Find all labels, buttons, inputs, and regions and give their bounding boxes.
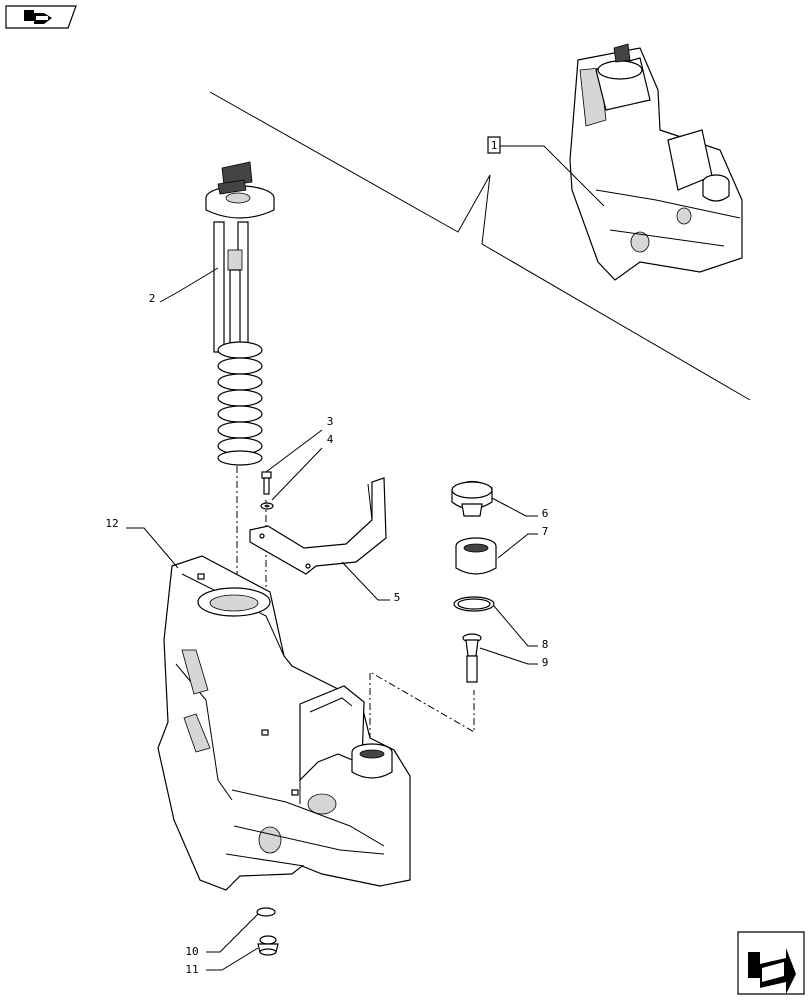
callout-1-label: 1	[491, 139, 498, 152]
inset-tank-assembly	[569, 43, 743, 281]
callout-10-label: 10	[185, 945, 198, 958]
callout-5-label: 5	[394, 591, 401, 604]
section-divider-line	[209, 91, 751, 401]
book-pointer-icon[interactable]	[5, 5, 77, 29]
callout-8[interactable]: 8	[493, 605, 549, 651]
callout-5[interactable]: 5	[341, 561, 401, 604]
callout-11-label: 11	[185, 963, 198, 976]
callout-9-label: 9	[542, 656, 549, 669]
callout-10[interactable]: 10	[185, 913, 259, 958]
callout-6-label: 6	[542, 507, 549, 520]
callout-6[interactable]: 6	[491, 497, 549, 520]
washer	[260, 502, 274, 510]
drain-o-ring	[256, 907, 276, 917]
callout-11[interactable]: 11	[185, 947, 259, 976]
fuel-level-sender	[205, 161, 275, 466]
callout-2-label: 2	[149, 292, 156, 305]
o-ring	[453, 596, 495, 612]
callout-4-label: 4	[327, 433, 334, 446]
next-page-arrow-icon[interactable]	[737, 931, 805, 995]
bracket	[249, 477, 387, 575]
callout-9[interactable]: 9	[479, 647, 549, 669]
callout-2[interactable]: 2	[149, 267, 219, 305]
filler-strainer	[462, 633, 482, 683]
callout-12-label: 12	[105, 517, 118, 530]
callout-8-label: 8	[542, 638, 549, 651]
callout-7[interactable]: 7	[497, 525, 549, 559]
filler-axis-line	[369, 671, 475, 740]
callout-12[interactable]: 12	[105, 517, 179, 569]
callout-1[interactable]: 1	[487, 136, 605, 207]
callout-3[interactable]: 3	[265, 415, 334, 473]
callout-4[interactable]: 4	[271, 433, 334, 501]
callout-7-label: 7	[542, 525, 549, 538]
fuel-tank	[157, 555, 411, 891]
filler-neck	[455, 537, 497, 575]
filler-cap	[451, 480, 493, 517]
drain-plug	[257, 935, 279, 956]
bolt	[261, 471, 272, 495]
callout-3-label: 3	[327, 415, 334, 428]
